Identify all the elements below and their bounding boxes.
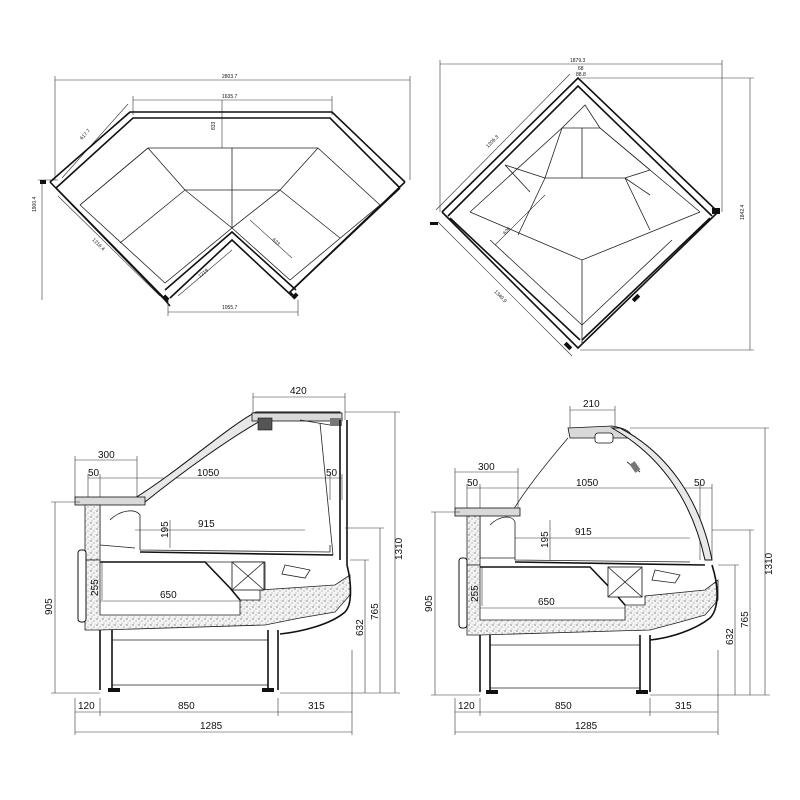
dim-total-height: 905 xyxy=(44,598,55,615)
dim-right-height-2-2: 765 xyxy=(740,611,751,628)
dim-counter-depth-2: 300 xyxy=(478,462,495,473)
dim-inner-depth: 629 xyxy=(502,226,512,236)
dim-tub-depth-2: 255 xyxy=(470,585,481,602)
dim-bottom-left-2: 120 xyxy=(458,701,475,712)
dim-overall: 1285 xyxy=(200,721,223,732)
dim-right-height-2: 765 xyxy=(370,603,381,620)
dim-shelf-height-2: 195 xyxy=(540,531,551,548)
dim-inner-width: 1635.7 xyxy=(222,94,238,100)
dim-shelf-height: 195 xyxy=(160,521,171,538)
dim-top-glass: 420 xyxy=(290,386,307,397)
dim-inner-right: 623 xyxy=(271,237,281,247)
dim-total-width: 2803.7 xyxy=(222,74,238,80)
dim-right-margin-2: 50 xyxy=(694,478,706,489)
dim-total-width-2: 1879.3 xyxy=(570,58,586,64)
dim-top-b: 88.8 xyxy=(576,72,586,78)
dim-right-margin: 50 xyxy=(326,468,338,479)
dim-right-height-3-2: 632 xyxy=(725,628,736,645)
dim-right-height: 1842.4 xyxy=(740,204,746,220)
side-section-right: 210 300 50 1050 50 915 195 xyxy=(424,399,775,735)
dim-tub-length: 650 xyxy=(160,590,177,601)
dim-total-height-2: 905 xyxy=(424,595,435,612)
dim-shelf-inner: 915 xyxy=(198,519,215,530)
dim-right-height-1-2: 1310 xyxy=(764,552,775,575)
dim-lower-left: 1340.9 xyxy=(493,289,508,304)
dim-bottom-width: 1055.7 xyxy=(222,305,238,311)
dim-right-height-1: 1310 xyxy=(394,537,405,560)
dim-left-margin: 50 xyxy=(88,468,100,479)
dim-shelf-length-2: 1050 xyxy=(576,478,599,489)
dim-left-margin-2: 50 xyxy=(467,478,479,489)
dim-bottom-mid: 850 xyxy=(178,701,195,712)
dim-bottom-left: 120 xyxy=(78,701,95,712)
dim-top-a: 68 xyxy=(578,66,584,72)
dim-overall-2: 1285 xyxy=(575,721,598,732)
side-section-left: 420 300 50 1050 50 915 195 xyxy=(44,386,405,735)
plan-view-outer-corner: 1879.3 68 88.8 1842.4 1206.3 629 xyxy=(430,58,754,357)
dim-bottom-mid-2: 850 xyxy=(555,701,572,712)
dim-tub-depth: 255 xyxy=(90,579,101,596)
dim-top-glass-2: 210 xyxy=(583,399,600,410)
dim-bottom-right: 315 xyxy=(308,701,325,712)
dim-shelf-length: 1050 xyxy=(197,468,220,479)
dim-bottom-right-2: 315 xyxy=(675,701,692,712)
dim-side-upper: 617.7 xyxy=(79,128,92,141)
dim-inner-left: 1219 xyxy=(197,268,210,280)
dim-left-height: 1900.4 xyxy=(32,196,38,212)
dim-tub-length-2: 650 xyxy=(538,597,555,608)
plan-view-inner-corner: 2803.7 1635.7 833 617.7 1900.4 xyxy=(32,74,411,316)
dim-center-depth: 833 xyxy=(211,121,217,130)
dim-counter-depth: 300 xyxy=(98,450,115,461)
dim-shelf-inner-2: 915 xyxy=(575,527,592,538)
dim-side-lower: 1216.4 xyxy=(91,237,106,252)
dim-right-height-3: 632 xyxy=(355,619,366,636)
